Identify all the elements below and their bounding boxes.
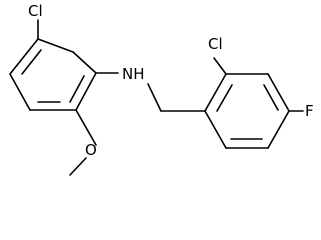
ring-a-bond-2	[72, 51, 97, 74]
bond-nh-to-ch2	[147, 83, 162, 112]
ring-b-bond-1	[204, 73, 227, 112]
ring-b-bond-3	[267, 73, 290, 112]
ring-b-bond-4	[267, 110, 290, 149]
ring-b-bond-6	[204, 110, 227, 149]
bond-ring-to-cl-right	[213, 57, 227, 75]
ring-a-bond-5	[9, 73, 31, 111]
bond-o-to-methyl	[69, 157, 87, 176]
atom-label-oxygen: O	[85, 141, 97, 159]
ring-a-double-1	[21, 49, 42, 75]
ring-a-bond-1	[37, 38, 74, 53]
ring-a-bond-3	[75, 72, 97, 111]
bond-ring-to-o	[75, 109, 97, 146]
atom-label-fluorine: F	[305, 102, 314, 120]
left-aromatic-ring	[9, 38, 97, 111]
atom-label-cl-left: Cl	[28, 2, 43, 20]
atom-label-cl-right: Cl	[208, 35, 223, 53]
ring-b-double-2	[263, 84, 279, 111]
atom-label-nh: NH	[122, 65, 145, 83]
ring-b-double-1	[216, 84, 233, 112]
structure-diagram: Cl NH O Cl F	[9, 2, 314, 176]
ring-a-bond-6	[9, 38, 39, 75]
ring-a-double-2	[69, 75, 85, 103]
right-aromatic-ring	[204, 73, 290, 149]
